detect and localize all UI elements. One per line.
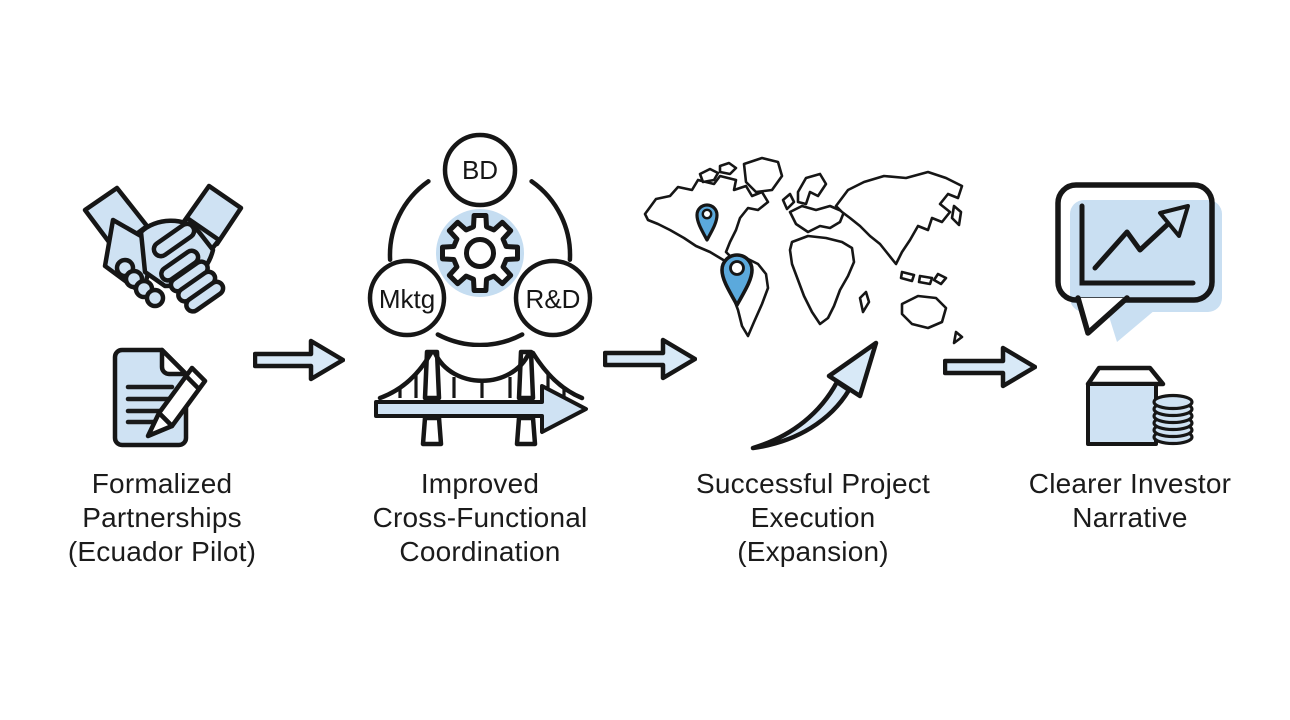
stage-label-cross-functional-coordination: Improved Cross-Functional Coordination <box>330 467 630 569</box>
node-label-bd: BD <box>462 155 498 185</box>
map-pin-large-icon <box>720 253 754 307</box>
label-line: Clearer Investor <box>1028 468 1232 499</box>
stage-label-successful-project-execution: Successful Project Execution (Expansion) <box>663 467 963 569</box>
bubble-shadow-tail <box>1107 310 1155 342</box>
continents-outline <box>643 156 964 345</box>
flow-arrow-icon <box>943 345 1037 389</box>
node-circle-rd <box>513 258 593 338</box>
pen-icon <box>145 365 208 439</box>
node-label-rd: R&D <box>526 284 581 314</box>
node-circle-mktg <box>367 258 447 338</box>
label-line: Formalized <box>91 468 233 499</box>
label-line: Coordination <box>399 536 561 567</box>
gear-icon <box>440 213 520 293</box>
bubble-shadow <box>1070 200 1222 312</box>
stage-label-clearer-investor-narrative: Clearer Investor Narrative <box>980 467 1280 535</box>
label-line: (Expansion) <box>737 536 889 567</box>
stage-label-formalized-partnerships: Formalized Partnerships (Ecuador Pilot) <box>12 467 312 569</box>
label-line: Improved <box>420 468 540 499</box>
org-units-gear-icon: BD Mktg R&D <box>367 132 593 347</box>
signed-document-pen-icon <box>112 347 208 448</box>
map-pin-small-icon <box>695 203 719 242</box>
world-map-pins-icon <box>643 156 964 345</box>
product-box-coins-icon <box>1085 365 1194 446</box>
node-label-mktg: Mktg <box>379 284 435 314</box>
growth-curve-arrow-icon <box>750 340 879 451</box>
flow-arrow-icon <box>603 337 697 381</box>
bridge-arrow-icon <box>374 349 588 447</box>
node-circle-bd <box>442 132 518 208</box>
bridge-deck-arrow <box>374 384 588 434</box>
label-line: Cross-Functional <box>372 502 588 533</box>
bubble-tail <box>1075 295 1130 336</box>
label-line: Successful Project <box>696 468 930 499</box>
handshake-icon <box>82 183 244 314</box>
chart-speech-bubble-icon <box>1055 182 1222 342</box>
label-line: (Ecuador Pilot) <box>67 536 257 567</box>
box-icon <box>1085 365 1166 446</box>
flow-arrow-icon <box>253 338 345 382</box>
line-chart-icon <box>1079 203 1196 286</box>
label-line: Partnerships <box>82 502 242 533</box>
label-line: Execution <box>750 502 876 533</box>
label-line: Narrative <box>1072 502 1188 533</box>
coin-stack-icon <box>1152 393 1194 446</box>
